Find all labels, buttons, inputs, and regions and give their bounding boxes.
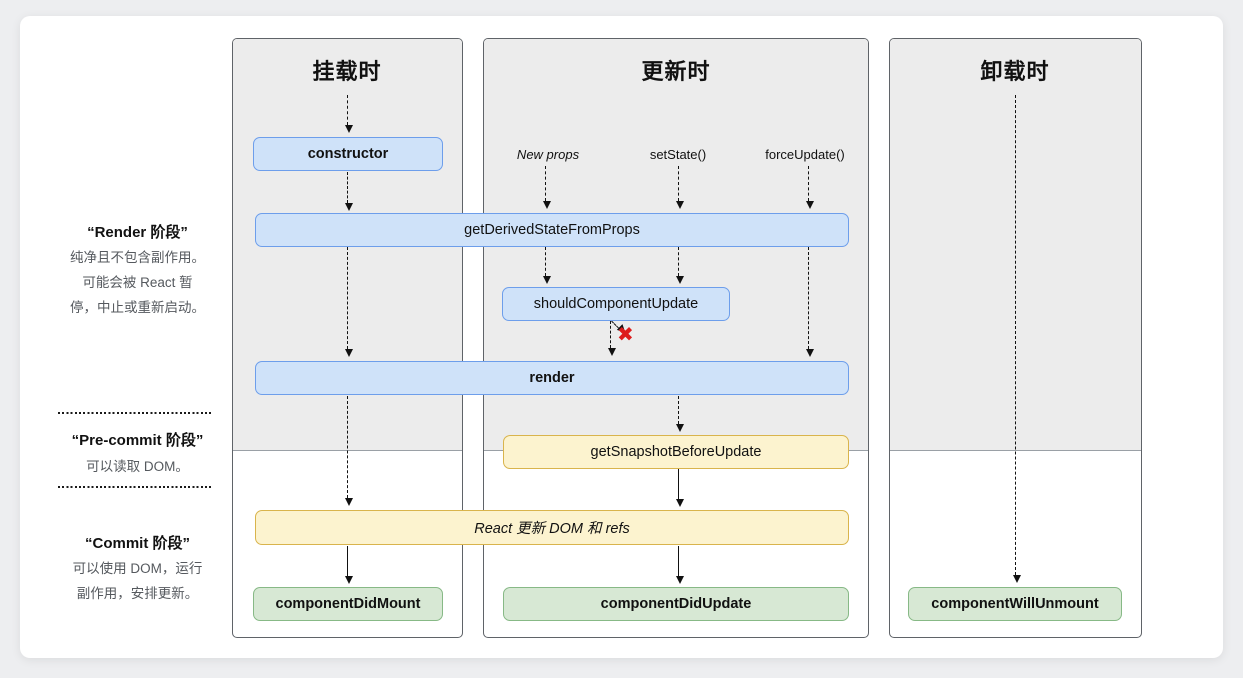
arrow-constructor-to-gdsfp — [344, 172, 353, 211]
phase-title-commit: “Commit 阶段” — [84, 535, 190, 552]
arrow-gdsfp-to-scu-left — [542, 247, 551, 284]
trigger-set-state: setState() — [649, 147, 707, 162]
phase-separator-bottom — [58, 486, 213, 488]
column-title-mounting: 挂载时 — [312, 59, 382, 84]
arrow-render-to-getsnapshot — [675, 396, 684, 432]
arrow-setstate-to-gdsfp — [675, 166, 684, 209]
column-title-updating: 更新时 — [641, 59, 711, 84]
reject-x-icon: ✖ — [617, 324, 634, 346]
arrow-gdsfp-to-scu-right — [675, 247, 684, 284]
node-get-derived-state-from-props[interactable]: getDerivedStateFromProps — [255, 213, 849, 247]
node-component-did-mount[interactable]: componentDidMount — [253, 587, 443, 621]
node-get-snapshot-before-update[interactable]: getSnapshotBeforeUpdate — [503, 435, 849, 469]
trigger-force-update: forceUpdate() — [765, 147, 845, 162]
node-render[interactable]: render — [255, 361, 849, 395]
node-react-updates-dom: React 更新 DOM 和 refs — [255, 510, 849, 545]
trigger-new-props: New props — [516, 147, 580, 162]
node-should-component-update[interactable]: shouldComponentUpdate — [502, 287, 730, 321]
arrow-forceupdate-to-render — [805, 247, 814, 357]
arrow-reactupdates-to-didupdate — [675, 546, 684, 584]
panel-updating — [483, 38, 869, 638]
phase-desc-render: 纯净且不包含副作用。 可能会被 React 暂 停，中止或重新启动。 — [70, 250, 205, 315]
node-constructor[interactable]: constructor — [253, 137, 443, 171]
phase-title-pre-commit: “Pre-commit 阶段” — [71, 432, 204, 449]
phase-desc-pre-commit: 可以读取 DOM。 — [86, 459, 189, 474]
arrow-reactupdates-to-didmount — [344, 546, 353, 584]
phase-desc-commit: 可以使用 DOM，运行 副作用，安排更新。 — [72, 561, 203, 601]
node-component-will-unmount[interactable]: componentWillUnmount — [908, 587, 1122, 621]
column-title-unmounting: 卸载时 — [980, 59, 1050, 84]
arrow-mount-to-constructor — [344, 95, 353, 133]
arrow-render-to-reactupdates-mount — [344, 396, 353, 506]
arrow-newprops-to-gdsfp — [542, 166, 551, 209]
arrow-unmount-to-willunmount — [1012, 95, 1021, 583]
arrow-getsnapshot-to-reactupdates — [675, 469, 684, 507]
phase-title-render: “Render 阶段” — [87, 224, 188, 241]
arrow-scu-to-render — [607, 321, 616, 356]
node-component-did-update[interactable]: componentDidUpdate — [503, 587, 849, 621]
phase-separator-top — [58, 412, 213, 414]
arrow-gdsfp-to-render-mount — [344, 247, 353, 357]
arrow-forceupdate-to-gdsfp — [805, 166, 814, 209]
